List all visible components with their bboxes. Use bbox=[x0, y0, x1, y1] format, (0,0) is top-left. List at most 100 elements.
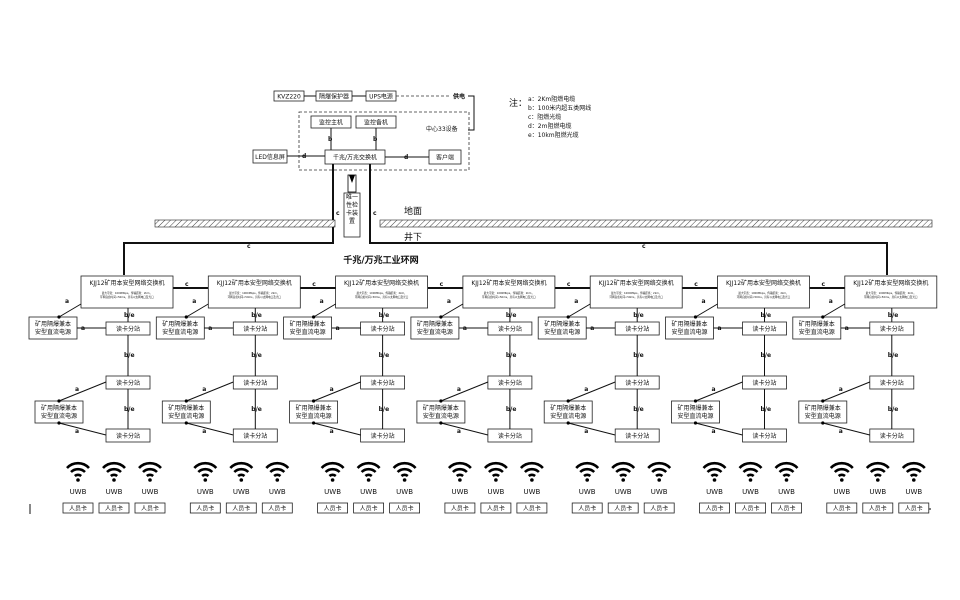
uwb-label: UWB bbox=[905, 488, 922, 496]
person-card-label: 人员卡 bbox=[869, 505, 887, 513]
label-a: a bbox=[839, 428, 843, 435]
power-supply-label-1: 矿用隔爆兼本 bbox=[671, 320, 707, 328]
card-reader-device-label: 唯一性检卡装置 bbox=[346, 193, 358, 225]
label-c-ring: c bbox=[440, 281, 444, 288]
person-card-box bbox=[62, 502, 94, 514]
label-a: a bbox=[65, 298, 69, 305]
label-be: b/e bbox=[251, 406, 262, 413]
power-supply-label-1: 矿用隔爆兼本 bbox=[805, 404, 841, 412]
uwb-icon bbox=[264, 461, 290, 484]
person-card-box bbox=[735, 502, 766, 514]
label-a: a bbox=[202, 386, 206, 393]
legend-item-b: b：100米内超五类网线 bbox=[528, 104, 591, 112]
card-reader-label: 读卡分站 bbox=[625, 432, 649, 440]
core-switch-label: 千兆/万兆交换机 bbox=[333, 154, 377, 162]
power-supply-label-2: 安型直流电源 bbox=[671, 328, 707, 336]
person-card-label: 人员卡 bbox=[487, 505, 505, 513]
label-be: b/e bbox=[633, 406, 644, 413]
station-3: KJJ12矿用本安型网络交换机最大带宽：1000Mbps，传输距离：2km，环网… bbox=[283, 275, 429, 514]
card-reader-label: 读卡分站 bbox=[625, 379, 649, 387]
uwb-label: UWB bbox=[579, 488, 596, 496]
person-card-box bbox=[516, 502, 548, 514]
label-a: a bbox=[574, 298, 578, 305]
uwb-icon bbox=[65, 461, 91, 484]
label-be: b/e bbox=[251, 312, 262, 319]
power-supply-label-1: 矿用隔爆兼本 bbox=[290, 320, 326, 328]
uwb-icon bbox=[574, 461, 600, 484]
uwb-label: UWB bbox=[615, 488, 632, 496]
power-supply-label-2: 安型直流电源 bbox=[677, 412, 713, 420]
uwb-label: UWB bbox=[487, 488, 504, 496]
underground-label: 井下 bbox=[404, 231, 422, 243]
uwb-label: UWB bbox=[269, 488, 286, 496]
ring-switch-desc-1: 最大带宽：1000Mbps，传输距离：2km， bbox=[484, 291, 534, 295]
label-a: a bbox=[590, 325, 594, 332]
power-supply-label-2: 安型直流电源 bbox=[417, 328, 453, 336]
label-a: a bbox=[330, 428, 334, 435]
label-c-top-right: c bbox=[642, 243, 646, 250]
station-6: KJJ12矿用本安型网络交换机最大带宽：1000Mbps，传输距离：2km，环网… bbox=[665, 275, 810, 514]
ring-switch-label: KJJ12矿用本安型网络交换机 bbox=[89, 279, 164, 287]
label-be: b/e bbox=[761, 352, 772, 359]
label-a: a bbox=[463, 325, 467, 332]
label-a: a bbox=[712, 428, 716, 435]
label-a: a bbox=[718, 325, 722, 332]
ring-switch-label: KJJ12矿用本安型网络交换机 bbox=[471, 279, 546, 287]
ring-switch-box bbox=[717, 275, 810, 309]
person-card-box bbox=[607, 502, 639, 514]
power-supply-label-2: 安型直流电源 bbox=[296, 412, 332, 420]
ring-switch-box bbox=[207, 275, 301, 309]
uwb-label: UWB bbox=[742, 488, 759, 496]
uwb-label: UWB bbox=[396, 488, 413, 496]
power-supply-label-2: 安型直流电源 bbox=[35, 328, 71, 336]
label-be: b/e bbox=[379, 312, 390, 319]
card-reader-label: 读卡分站 bbox=[625, 325, 649, 333]
label-d-2: d bbox=[404, 154, 408, 161]
ring-switch-desc-2: 环网自愈时间<50ms，具有以太网电口及光口 bbox=[864, 295, 918, 299]
person-card-box bbox=[699, 502, 730, 514]
label-b-2: b bbox=[373, 136, 378, 143]
card-reader-label: 读卡分站 bbox=[243, 325, 267, 333]
label-be: b/e bbox=[888, 312, 899, 319]
legend-item-a: a：2Km阻燃电缆 bbox=[528, 95, 575, 103]
card-reader-device-box bbox=[343, 192, 361, 238]
power-supply-label-1: 矿用隔爆兼本 bbox=[417, 320, 453, 328]
station-7: KJJ12矿用本安型网络交换机最大带宽：1000Mbps，传输距离：2km，环网… bbox=[792, 275, 938, 514]
label-a: a bbox=[202, 428, 206, 435]
ring-switch-label: KJJ12矿用本安型网络交换机 bbox=[853, 279, 928, 287]
card-reader-label: 读卡分站 bbox=[116, 379, 140, 387]
label-c-ring: c bbox=[185, 281, 189, 288]
station-1: KJJ12矿用本安型网络交换机最大带宽：1000Mbps，传输距离：2km，环网… bbox=[28, 275, 174, 514]
ring-switch-desc-1: 最大带宽：1000Mbps，传输距离：2km， bbox=[356, 291, 406, 295]
person-card-label: 人员卡 bbox=[268, 505, 286, 513]
uwb-label: UWB bbox=[778, 488, 795, 496]
label-be: b/e bbox=[888, 406, 899, 413]
label-a: a bbox=[336, 325, 340, 332]
uwb-icon bbox=[320, 461, 345, 484]
uwb-label: UWB bbox=[651, 488, 668, 496]
label-a: a bbox=[330, 386, 334, 393]
person-card-label: 人员卡 bbox=[360, 505, 378, 513]
person-card-label: 人员卡 bbox=[324, 505, 342, 513]
uwb-icon bbox=[101, 461, 127, 484]
uwb-icon bbox=[738, 461, 763, 484]
uwb-icon bbox=[137, 461, 163, 484]
power-supply-label-2: 安型直流电源 bbox=[544, 328, 580, 336]
label-be: b/e bbox=[251, 352, 262, 359]
label-be: b/e bbox=[124, 352, 135, 359]
person-card-label: 人员卡 bbox=[105, 505, 123, 513]
ring-switch-desc-2: 环网自愈时间<50ms，具有以太网电口及光口 bbox=[228, 295, 282, 299]
person-card-box bbox=[389, 502, 421, 514]
kvz-label: KVZ220 bbox=[277, 94, 301, 101]
ring-switch-desc-1: 最大带宽：1000Mbps，传输距离：2km， bbox=[102, 291, 152, 295]
label-c-ring: c bbox=[822, 281, 826, 288]
label-a: a bbox=[447, 298, 451, 305]
label-be: b/e bbox=[379, 352, 390, 359]
power-supply-label-2: 安型直流电源 bbox=[550, 412, 586, 420]
uwb-icon bbox=[229, 461, 254, 484]
power-supply-label-1: 矿用隔爆兼本 bbox=[677, 404, 713, 412]
label-c-top-left: c bbox=[247, 243, 251, 250]
ground-bar-right bbox=[379, 219, 933, 228]
power-supply-label-2: 安型直流电源 bbox=[423, 412, 459, 420]
uwb-label: UWB bbox=[833, 488, 850, 496]
